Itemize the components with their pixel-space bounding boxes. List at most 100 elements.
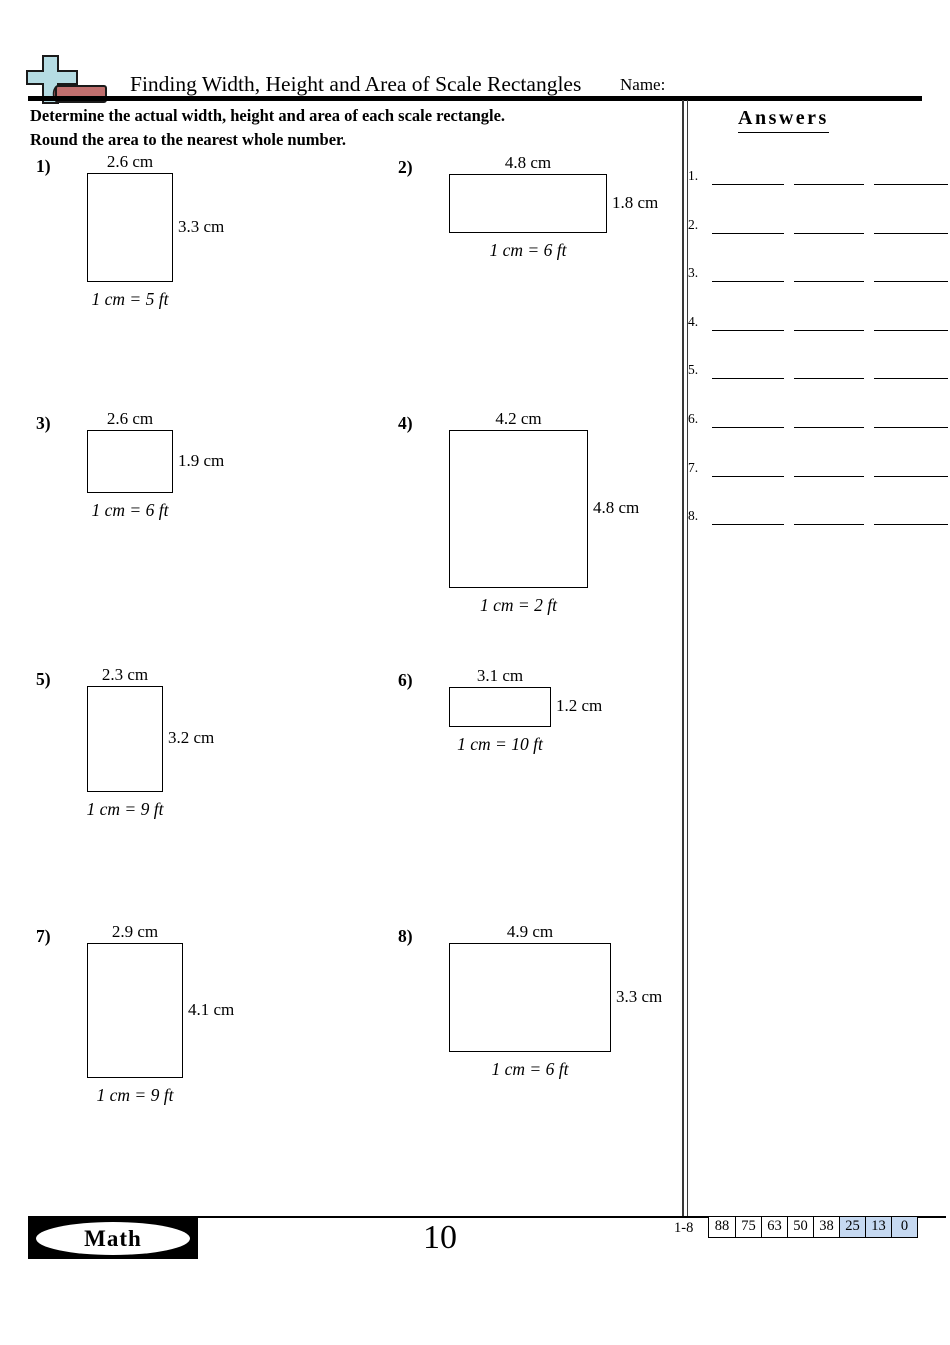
scale-rectangle <box>449 687 551 727</box>
answer-number: 2. <box>688 216 699 232</box>
answer-row: 7. <box>688 455 948 477</box>
width-label: 4.2 cm <box>495 409 542 428</box>
problem-number: 2) <box>398 157 413 177</box>
answer-blank <box>712 378 784 380</box>
width-label: 2.3 cm <box>101 665 149 684</box>
score-cell: 25 <box>839 1217 865 1237</box>
scale-label: 1 cm = 6 ft <box>491 1059 569 1079</box>
problem: 6) 3.1 cm 1.2 cm 1 cm = 10 ft <box>392 666 732 916</box>
page-number: 10 <box>423 1219 457 1256</box>
scale-rectangle <box>87 430 173 493</box>
problem: 4) 4.2 cm 4.8 cm 1 cm = 2 ft <box>392 409 732 659</box>
scale-rectangle <box>449 174 607 233</box>
answer-blank <box>874 524 948 526</box>
answer-number: 3. <box>688 265 699 281</box>
answer-number: 1. <box>688 168 699 183</box>
height-label: 1.9 cm <box>178 450 225 470</box>
problem-number: 1) <box>36 156 51 176</box>
answer-number: 4. <box>688 313 699 329</box>
answer-blank <box>874 232 948 234</box>
problem: 2) 4.8 cm 1.8 cm 1 cm = 6 ft <box>392 153 732 403</box>
width-label: 4.8 cm <box>504 153 552 172</box>
problem-number: 7) <box>36 926 51 946</box>
answer-blank <box>712 475 784 477</box>
answer-blank <box>712 232 784 234</box>
answer-row: 2. <box>688 212 948 234</box>
scale-rectangle <box>449 430 588 588</box>
scale-label: 1 cm = 6 ft <box>489 240 567 260</box>
answer-row: 1. <box>688 163 948 185</box>
answer-blank <box>712 281 784 283</box>
answer-blank <box>794 329 864 331</box>
height-label: 1.8 cm <box>612 192 659 212</box>
answer-blank <box>712 184 784 185</box>
score-range-label: 1-8 <box>674 1220 694 1236</box>
scale-rectangle <box>87 686 163 792</box>
problem-number: 5) <box>36 669 51 689</box>
instruction-line-2: Round the area to the nearest whole numb… <box>30 130 346 149</box>
width-label: 4.9 cm <box>506 922 554 941</box>
problem-number: 6) <box>398 670 413 690</box>
column-divider-line <box>686 100 689 1216</box>
footer-rule <box>28 1216 946 1218</box>
width-label: 3.1 cm <box>476 666 524 685</box>
scale-label: 1 cm = 9 ft <box>96 1085 174 1105</box>
problem-number: 4) <box>398 413 413 433</box>
answer-blank <box>874 281 948 283</box>
score-cell: 75 <box>735 1217 761 1237</box>
problem: 3) 2.6 cm 1.9 cm 1 cm = 6 ft <box>30 409 370 659</box>
height-label: 3.2 cm <box>168 728 215 747</box>
answer-blank <box>794 524 864 526</box>
height-label: 1.2 cm <box>556 696 603 715</box>
scale-label: 1 cm = 6 ft <box>91 500 169 520</box>
height-label: 4.1 cm <box>188 999 235 1019</box>
problem: 1) 2.6 cm 3.3 cm 1 cm = 5 ft <box>30 152 370 402</box>
score-cell: 63 <box>761 1217 787 1237</box>
answer-row: 4. <box>688 309 948 331</box>
math-brand-label: Math <box>84 1225 142 1251</box>
answer-blank <box>712 427 784 428</box>
math-brand-ellipse: Math <box>36 1222 190 1255</box>
answer-row: 3. <box>688 260 948 283</box>
answer-blank <box>794 281 864 283</box>
score-cell: 88 <box>714 1218 730 1234</box>
problem: 8) 4.9 cm 3.3 cm 1 cm = 6 ft <box>392 922 732 1172</box>
name-label: Name: <box>620 75 666 94</box>
height-label: 3.3 cm <box>178 216 225 236</box>
score-cell: 0 <box>891 1217 917 1237</box>
scale-label: 1 cm = 2 ft <box>480 595 557 615</box>
scale-rectangle <box>87 173 173 282</box>
answer-blank <box>874 378 948 380</box>
answer-number: 6. <box>688 411 699 426</box>
answers-heading: Answers <box>738 107 829 133</box>
score-cell: 50 <box>787 1217 813 1237</box>
scale-rectangle <box>449 943 611 1052</box>
answer-row: 6. <box>688 406 948 428</box>
answer-row: 8. <box>688 503 948 526</box>
answer-number: 7. <box>688 459 699 475</box>
answer-blank <box>794 232 864 234</box>
answer-blank <box>794 475 864 477</box>
score-cell: 38 <box>813 1217 839 1237</box>
problem: 5) 2.3 cm 3.2 cm 1 cm = 9 ft <box>30 665 370 915</box>
answer-row: 5. <box>688 357 948 380</box>
problem-number: 8) <box>398 926 413 946</box>
answer-blank <box>874 427 948 428</box>
answer-number: 5. <box>688 362 699 378</box>
width-label: 2.6 cm <box>106 152 154 171</box>
scale-rectangle <box>87 943 183 1078</box>
scale-label: 1 cm = 5 ft <box>91 289 169 309</box>
width-label: 2.9 cm <box>111 922 159 941</box>
scale-label: 1 cm = 10 ft <box>457 734 543 754</box>
answer-blank <box>794 184 864 185</box>
height-label: 3.3 cm <box>616 986 663 1006</box>
answer-number: 8. <box>688 508 699 524</box>
answer-blank <box>874 475 948 477</box>
page-title: Finding Width, Height and Area of Scale … <box>130 72 582 96</box>
answer-blank <box>794 427 864 428</box>
height-label: 4.8 cm <box>593 498 640 517</box>
answer-blank <box>874 329 948 331</box>
scale-label: 1 cm = 9 ft <box>86 799 164 819</box>
